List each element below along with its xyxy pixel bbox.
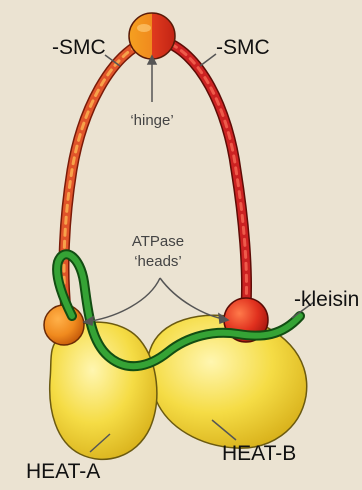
hinge-domain [129, 13, 175, 59]
atpase-head-left [44, 305, 84, 345]
smc-right-label: -SMC [216, 36, 270, 59]
smc-left-label: -SMC [52, 36, 106, 59]
heat-b-label: HEAT-B [222, 442, 296, 465]
heat-a-label: HEAT-A [26, 460, 100, 483]
atpase-label-line1: ATPase [132, 233, 184, 250]
kleisin-label: -kleisin [294, 288, 359, 311]
atpase-label-line2: ‘heads’ [134, 253, 182, 270]
hinge-highlight [137, 24, 151, 32]
hinge-label: ‘hinge’ [130, 112, 173, 129]
